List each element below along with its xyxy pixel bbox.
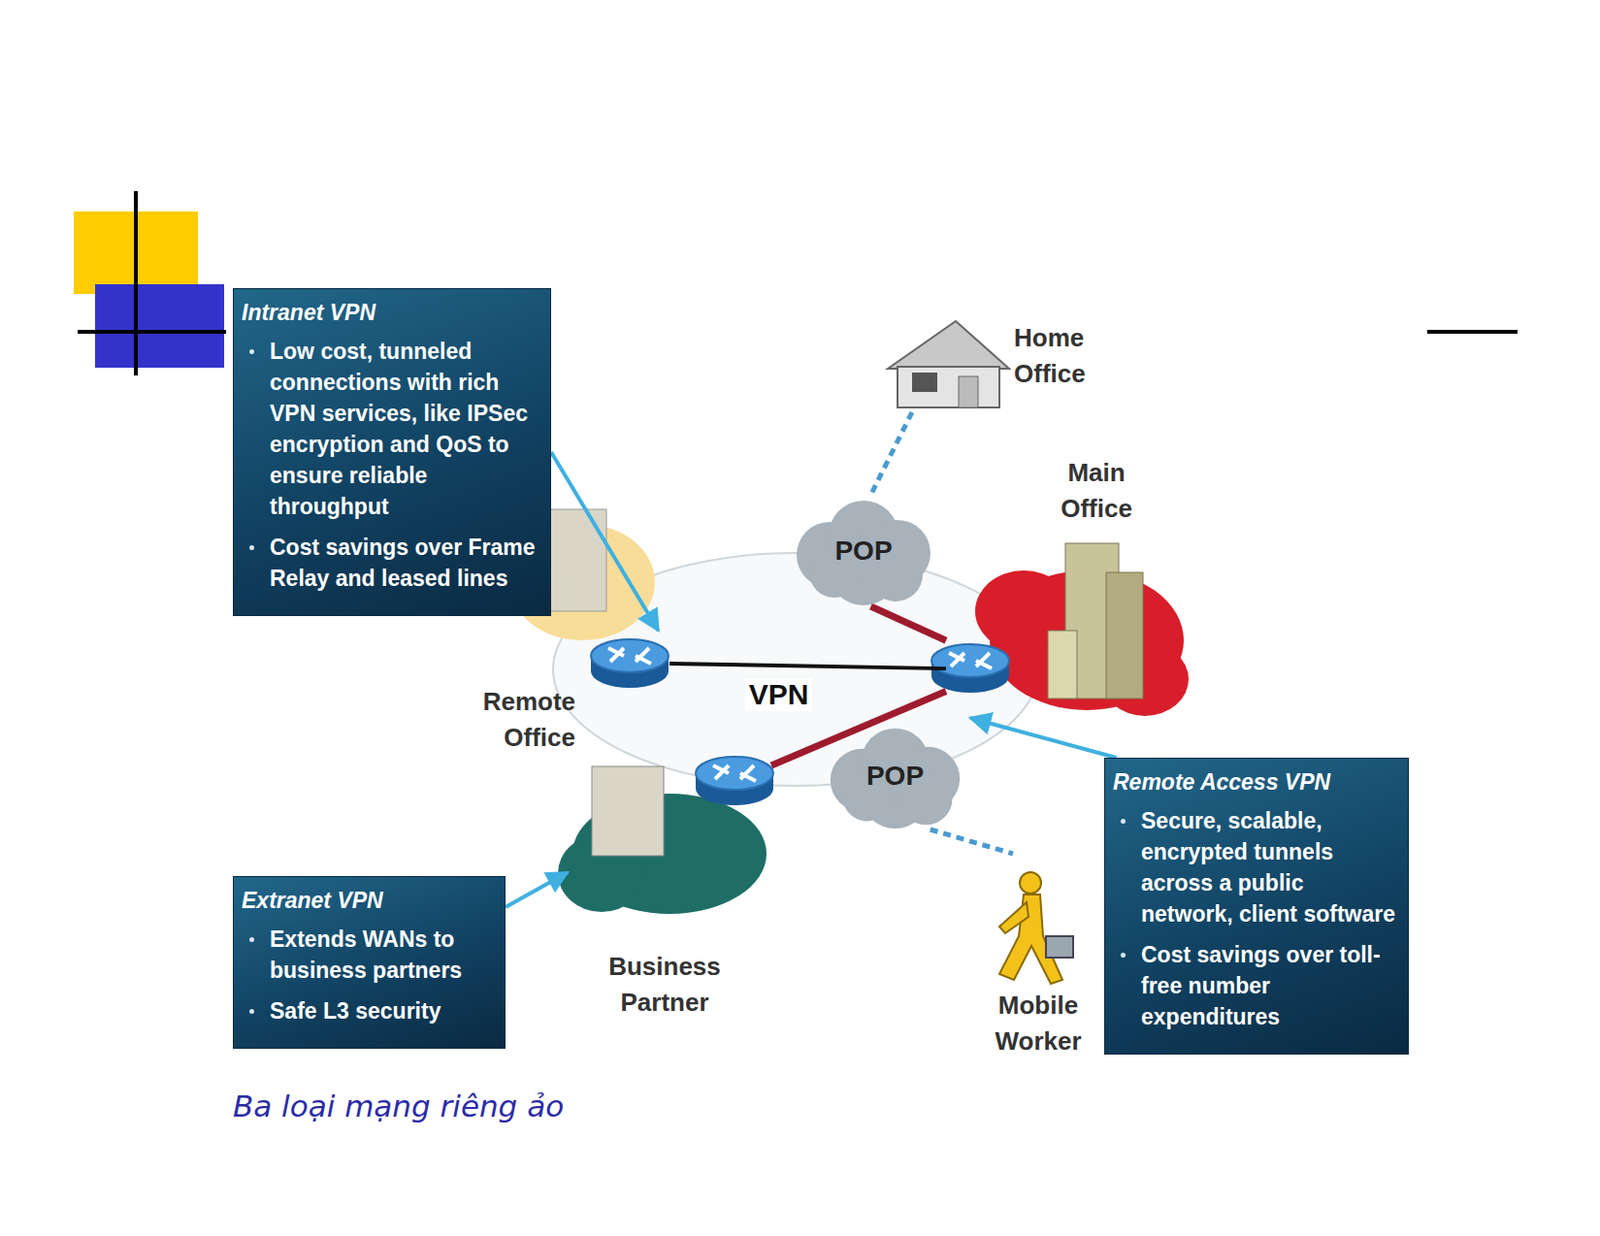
connector-line xyxy=(970,718,1117,758)
mobile-worker-figure xyxy=(999,902,1029,934)
site-node: Home Office xyxy=(882,315,1107,413)
bullet-text: Safe L3 security xyxy=(241,995,493,1027)
connector-line xyxy=(551,452,659,631)
site-node: Mobile Worker xyxy=(975,853,1102,1058)
pop-cloud: POP xyxy=(790,494,937,607)
home-office-house xyxy=(958,376,979,408)
corner-decoration xyxy=(77,329,227,334)
site-node: Main Office xyxy=(946,451,1189,719)
mobile-worker-figure xyxy=(1045,936,1074,958)
site-label: Business Partner xyxy=(591,948,738,1021)
edge-label: VPN xyxy=(745,678,814,712)
pop-label: POP xyxy=(824,760,966,792)
bullet-text: Cost savings over toll-free number expen… xyxy=(1112,939,1397,1033)
main-office-site xyxy=(975,543,1189,717)
main-office-site xyxy=(1106,572,1143,699)
connector-line xyxy=(930,829,1013,854)
pop-cloud: POP xyxy=(824,722,966,830)
corner-decoration xyxy=(133,191,138,376)
connector-line xyxy=(505,872,568,908)
callout-box: Intranet VPN Low cost, tunneled connectio… xyxy=(232,288,552,617)
home-office-house xyxy=(912,372,938,392)
site-label: Remote Office xyxy=(454,684,576,756)
routers xyxy=(590,639,669,688)
bullet-text: Extends WANs to business partners xyxy=(241,923,493,986)
connector-line xyxy=(669,663,947,669)
connector-line xyxy=(871,606,947,641)
mobile-worker-figure xyxy=(1019,872,1042,894)
callout-box: Remote Access VPN Secure, scalable, encry… xyxy=(1104,757,1409,1055)
bullet-text: Secure, scalable, encrypted tunnels acro… xyxy=(1112,805,1397,930)
connector-line xyxy=(871,412,913,495)
figure-caption: Ba loại mạng riêng ảo xyxy=(232,1088,564,1124)
corner-decoration xyxy=(1427,329,1518,334)
main-office-site xyxy=(1047,630,1078,699)
remote-office-site xyxy=(548,509,607,612)
business-partner-site xyxy=(591,766,664,856)
bullet-text: Cost savings over Frame Relay and leased… xyxy=(241,531,539,594)
mobile-worker-figure xyxy=(999,872,1074,984)
pop-label: POP xyxy=(790,535,937,567)
site-node: Business Partner xyxy=(567,737,772,1019)
site-label: Home Office xyxy=(1013,320,1104,392)
routers xyxy=(695,756,774,806)
home-office-house xyxy=(887,321,1010,369)
home-office-house xyxy=(897,366,1000,408)
home-office-house xyxy=(887,321,1010,408)
bullet-text: Low cost, tunneled connections with rich… xyxy=(241,335,539,523)
site-label: Main Office xyxy=(1047,455,1145,527)
corner-decoration xyxy=(95,284,225,368)
site-node: Remote Office xyxy=(446,630,670,762)
site-label: Mobile Worker xyxy=(982,987,1094,1060)
box-heading: Extranet VPN xyxy=(241,884,493,916)
callout-box: Extranet VPN Extends WANs to business par… xyxy=(232,876,506,1049)
box-heading: Intranet VPN xyxy=(241,296,539,328)
box-heading: Remote Access VPN xyxy=(1112,766,1397,798)
